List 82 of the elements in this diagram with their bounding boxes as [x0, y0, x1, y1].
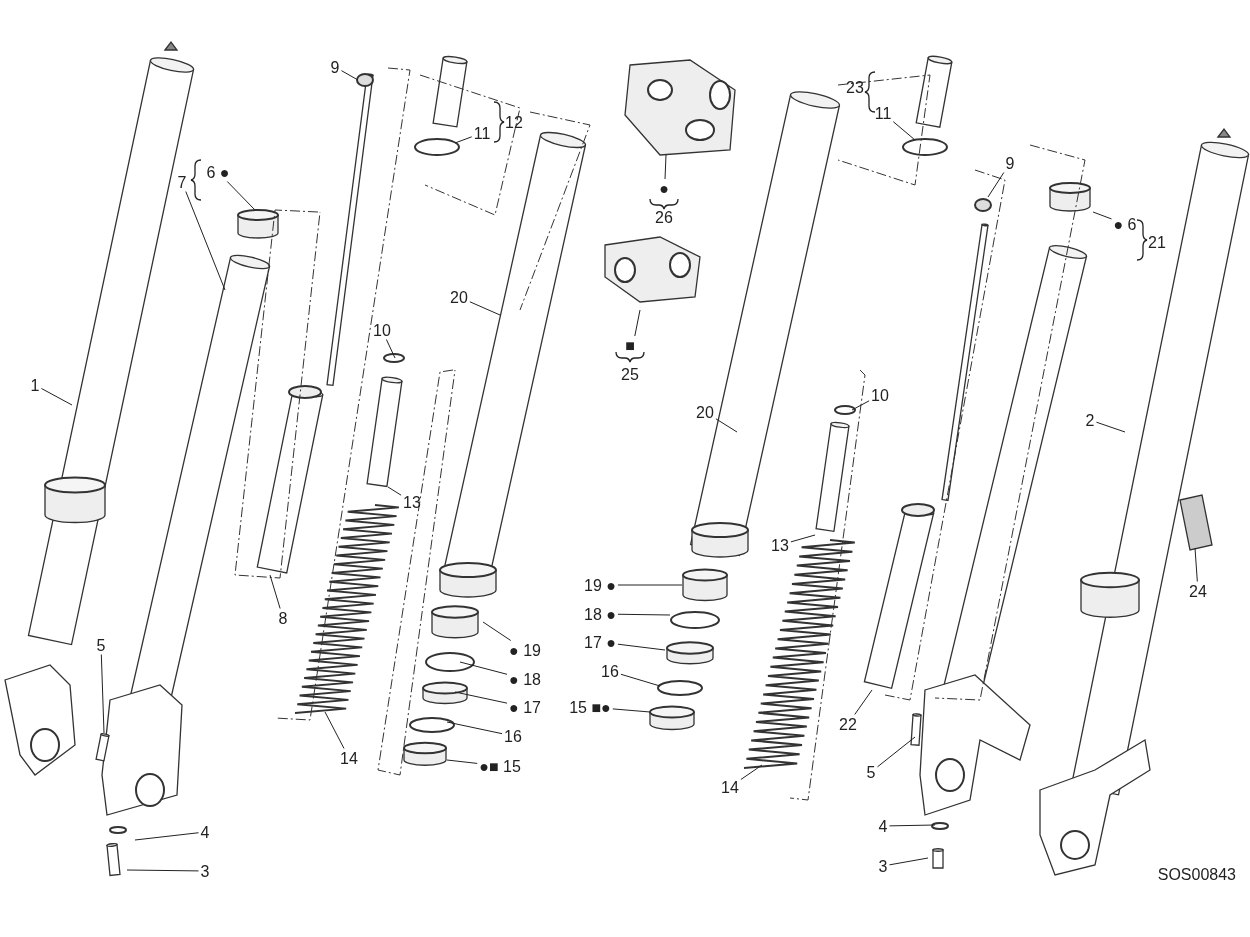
callout-number: 12	[503, 112, 525, 132]
callout-number: ●	[659, 180, 669, 197]
leader-line	[446, 721, 503, 735]
callout-number: 24	[1187, 581, 1209, 601]
leader-line	[269, 574, 281, 609]
callout-number: 4	[198, 822, 212, 842]
leader-line	[634, 309, 641, 337]
leader-line	[40, 388, 73, 406]
leader-line	[385, 339, 396, 359]
leader-line	[226, 181, 256, 211]
callout-number: 9	[328, 57, 342, 77]
leader-line	[387, 486, 402, 496]
leader-line	[1092, 211, 1112, 220]
leader-line	[454, 136, 473, 144]
leader-line	[617, 584, 683, 586]
leader-line	[987, 172, 1005, 198]
leader-line	[888, 824, 936, 827]
callout-number: 9	[1003, 153, 1017, 173]
callout-number: ● 19	[507, 640, 543, 660]
callout-number: ● 17	[507, 697, 543, 717]
callout-number: 19 ●	[582, 575, 618, 595]
leader-line	[617, 643, 666, 651]
callout-number: ● 6	[1111, 214, 1139, 234]
leader-line	[876, 736, 916, 768]
callout-number: 14	[719, 777, 741, 797]
callout-number: 14	[338, 748, 360, 768]
leader-line	[851, 400, 870, 411]
callout-number: 25	[621, 366, 639, 383]
callout-number: 1	[28, 375, 42, 395]
leader-line	[664, 154, 667, 180]
callout-number: 11	[471, 123, 493, 143]
leader-line	[790, 534, 816, 543]
callout-number: 16	[502, 726, 524, 746]
callout-number: ■	[625, 337, 635, 354]
leader-line	[100, 654, 105, 734]
callout-number: 11	[872, 103, 894, 123]
callout-number: 16	[599, 661, 621, 681]
callout-number: 6 ●	[204, 162, 232, 182]
callout-number: 5	[864, 762, 878, 782]
leader-line	[715, 418, 738, 433]
callout-number: 13	[769, 535, 791, 555]
callout-number: 23	[844, 77, 866, 97]
callout-number: 17 ●	[582, 632, 618, 652]
callout-number: 4	[876, 816, 890, 836]
callout-number: 22	[837, 714, 859, 734]
leader-line	[126, 869, 200, 872]
leader-line	[740, 764, 763, 780]
leader-line	[617, 613, 671, 616]
callout-number: ●■ 15	[477, 756, 523, 776]
callout-number: 26	[655, 209, 673, 226]
callout-number: 18 ●	[582, 604, 618, 624]
leader-line	[459, 661, 508, 675]
leader-line	[482, 621, 512, 641]
leader-line	[612, 708, 651, 713]
leader-line	[1194, 547, 1198, 582]
leader-line	[469, 301, 501, 316]
callout-number: 21	[1146, 232, 1168, 252]
leader-line	[454, 691, 508, 704]
callout-number: 5	[94, 635, 108, 655]
leader-line	[892, 121, 916, 141]
callout-number: 10	[371, 320, 393, 340]
leader-line	[134, 832, 200, 841]
callout-number: 20	[694, 402, 716, 422]
leader-line	[854, 689, 873, 715]
leader-line	[1095, 421, 1126, 433]
callout-number: ● 18	[507, 669, 543, 689]
leader-line	[324, 711, 345, 749]
leader-line	[340, 70, 359, 81]
callout-number: 7	[175, 172, 189, 192]
callout-number: 20	[448, 287, 470, 307]
callout-number: 10	[869, 385, 891, 405]
leader-line	[888, 857, 929, 866]
drawing-code: SOS00843	[1157, 866, 1236, 884]
callout-number: 3	[198, 861, 212, 881]
leader-line	[185, 191, 226, 291]
callout-number: 13	[401, 492, 423, 512]
callout-number: 15 ■●	[567, 697, 613, 717]
callout-number: 2	[1083, 410, 1097, 430]
leader-line	[446, 759, 478, 764]
callout-number: 8	[276, 608, 290, 628]
callout-number: 3	[876, 856, 890, 876]
leader-line	[620, 673, 661, 687]
